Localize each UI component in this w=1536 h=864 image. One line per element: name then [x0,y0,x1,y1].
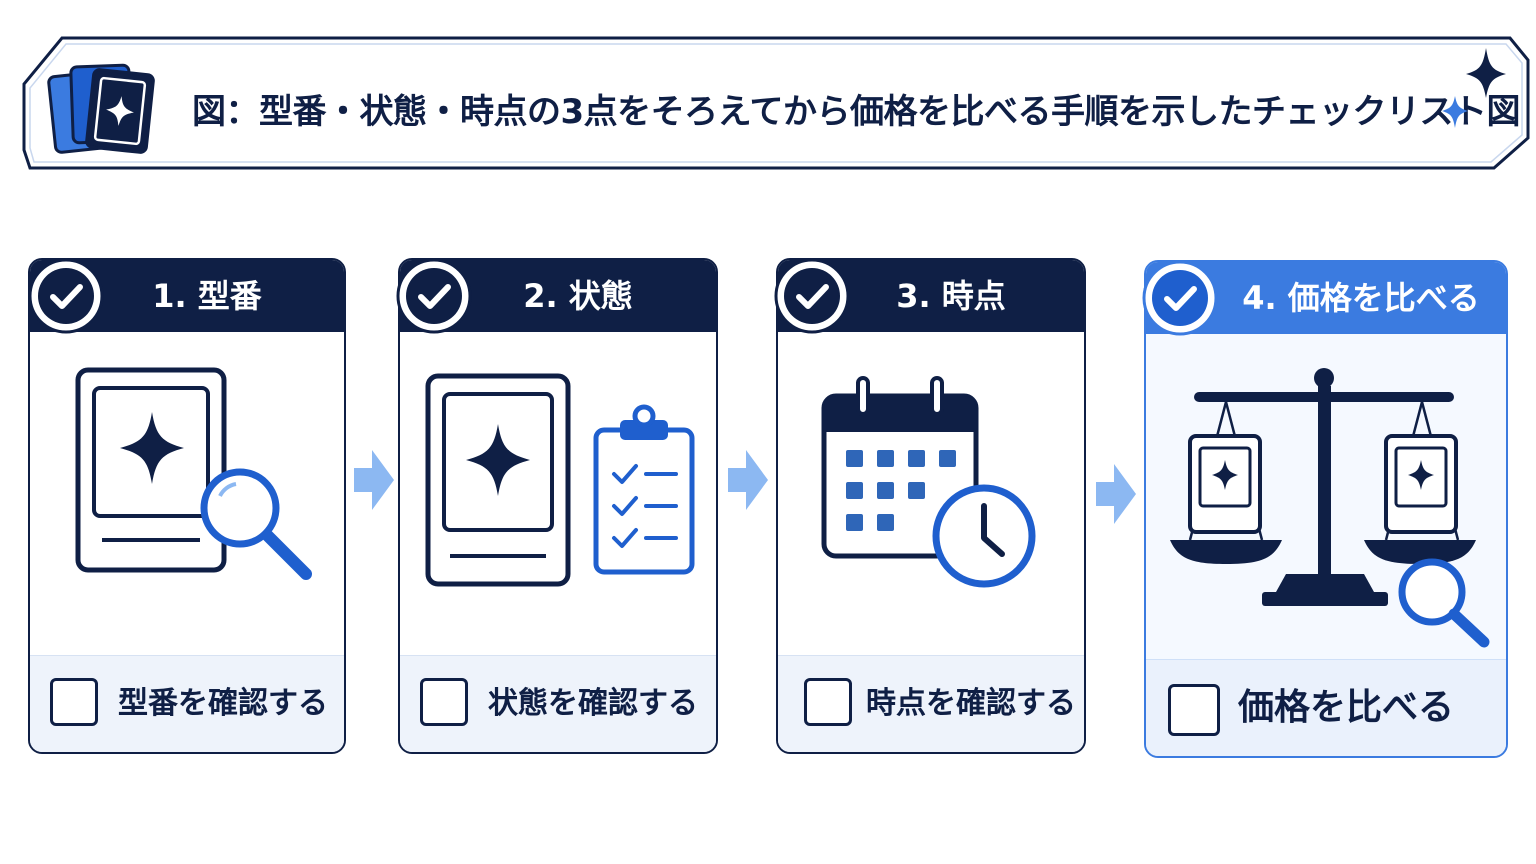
arrow-right-icon [728,450,768,510]
checklist-row: 型番を確認する [30,655,344,752]
check-badge-icon [396,258,472,334]
checklist-row: 時点を確認する [778,655,1084,752]
step-card-compare-price: 4. 価格を比べる 価格を比べる [1144,260,1508,758]
trading-cards-icon [47,63,155,154]
sparkle-icon [1442,48,1506,128]
arrow-right-icon [354,450,394,510]
card-with-clipboard-icon [425,373,695,587]
check-badge-icon [774,258,850,334]
step-card-timing: 3. 時点 時点を確認する [776,258,1086,754]
card-with-magnifier-icon [75,367,312,580]
checklist-row: 価格を比べる [1146,659,1506,756]
checkbox-label: 価格を比べる [1238,687,1455,728]
arrow-right-icon [1096,464,1136,524]
checkbox-label: 状態を確認する [488,686,698,721]
step-checkbox[interactable] [804,678,852,726]
checklist-row: 状態を確認する [400,655,716,752]
checkbox-label: 時点を確認する [866,686,1076,721]
title-banner [22,36,1530,170]
check-badge-icon [28,258,104,334]
checkbox-label: 型番を確認する [118,686,328,721]
step-checkbox[interactable] [50,678,98,726]
step-checkbox[interactable] [1168,684,1220,736]
balance-scale-icon [1170,368,1490,648]
step-card-model-number: 1. 型番 型番を確認する [28,258,346,754]
page-title: 図：型番・状態・時点の3点をそろえてから価格を比べる手順を示したチェックリスト図 [192,92,1520,132]
step-card-condition: 2. 状態 状態を確認する [398,258,718,754]
check-badge-icon [1142,260,1218,336]
calendar-with-clock-icon [821,376,1036,588]
step-checkbox[interactable] [420,678,468,726]
